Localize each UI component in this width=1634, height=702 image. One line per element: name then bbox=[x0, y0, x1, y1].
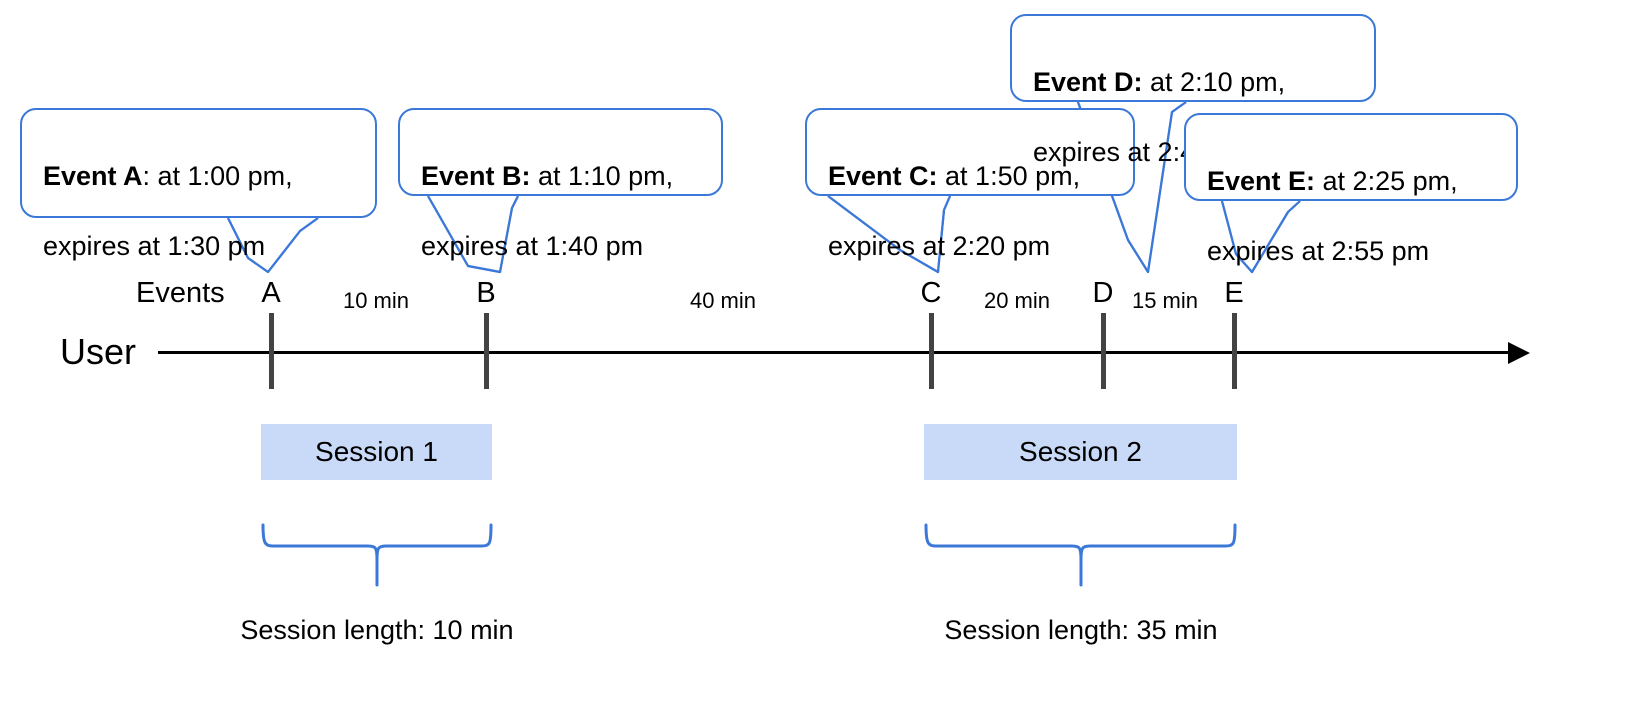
callout-b-title: Event B: bbox=[421, 161, 531, 192]
timeline-axis bbox=[158, 351, 1513, 354]
brace-session-1-icon bbox=[261, 523, 493, 562]
callout-b-rest: at 1:10 pm, bbox=[530, 161, 674, 192]
callout-a-rest: : at 1:00 pm, bbox=[142, 161, 293, 192]
callout-event-e: Event E: at 2:25 pm, expires at 2:55 pm bbox=[1184, 113, 1518, 266]
session-box-2: Session 2 bbox=[924, 424, 1237, 480]
gap-label-a-b: 10 min bbox=[342, 288, 410, 313]
callout-c-rest: at 1:50 pm, bbox=[937, 161, 1081, 192]
tick-d bbox=[1101, 313, 1106, 389]
callout-b-line2: expires at 1:40 pm bbox=[421, 231, 644, 262]
tick-e-label: E bbox=[1224, 277, 1244, 309]
tick-c-label: C bbox=[920, 277, 942, 309]
gap-label-b-c: 40 min bbox=[689, 288, 757, 313]
timeline-arrow-icon bbox=[1508, 342, 1530, 364]
tick-e bbox=[1232, 313, 1237, 389]
callout-c-line2: expires at 2:20 pm bbox=[828, 231, 1051, 262]
tick-c bbox=[929, 313, 934, 389]
callout-event-a: Event A: at 1:00 pm, expires at 1:30 pm bbox=[20, 108, 377, 261]
events-row-label: Events bbox=[136, 277, 225, 309]
callout-a-title: Event A bbox=[43, 161, 143, 192]
brace-session-2-icon bbox=[924, 523, 1237, 562]
callout-e-title: Event E: bbox=[1207, 166, 1316, 197]
callout-d-title: Event D: bbox=[1033, 67, 1143, 98]
tick-a-label: A bbox=[261, 277, 281, 309]
tick-b bbox=[484, 313, 489, 389]
tick-b-label: B bbox=[476, 277, 496, 309]
tick-d-label: D bbox=[1092, 277, 1114, 309]
gap-label-c-d: 20 min bbox=[983, 288, 1051, 313]
callout-d-rest: at 2:10 pm, bbox=[1142, 67, 1286, 98]
session-1-length-label: Session length: 10 min bbox=[240, 615, 514, 645]
callout-event-b: Event B: at 1:10 pm, expires at 1:40 pm bbox=[398, 108, 723, 261]
callout-a-line2: expires at 1:30 pm bbox=[43, 231, 266, 262]
session-2-length-label: Session length: 35 min bbox=[944, 615, 1218, 645]
session-1-label: Session 1 bbox=[315, 436, 438, 467]
gap-label-d-e: 15 min bbox=[1131, 288, 1199, 313]
callout-e-line2: expires at 2:55 pm bbox=[1207, 236, 1430, 267]
user-row-label: User bbox=[60, 331, 137, 372]
tick-a bbox=[269, 313, 274, 389]
callout-e-rest: at 2:25 pm, bbox=[1315, 166, 1458, 197]
callout-c-title: Event C: bbox=[828, 161, 938, 192]
session-2-label: Session 2 bbox=[1019, 436, 1142, 467]
callout-event-d: Event D: at 2:10 pm, expires at 2:40 pm bbox=[1010, 14, 1376, 167]
session-box-1: Session 1 bbox=[261, 424, 492, 480]
